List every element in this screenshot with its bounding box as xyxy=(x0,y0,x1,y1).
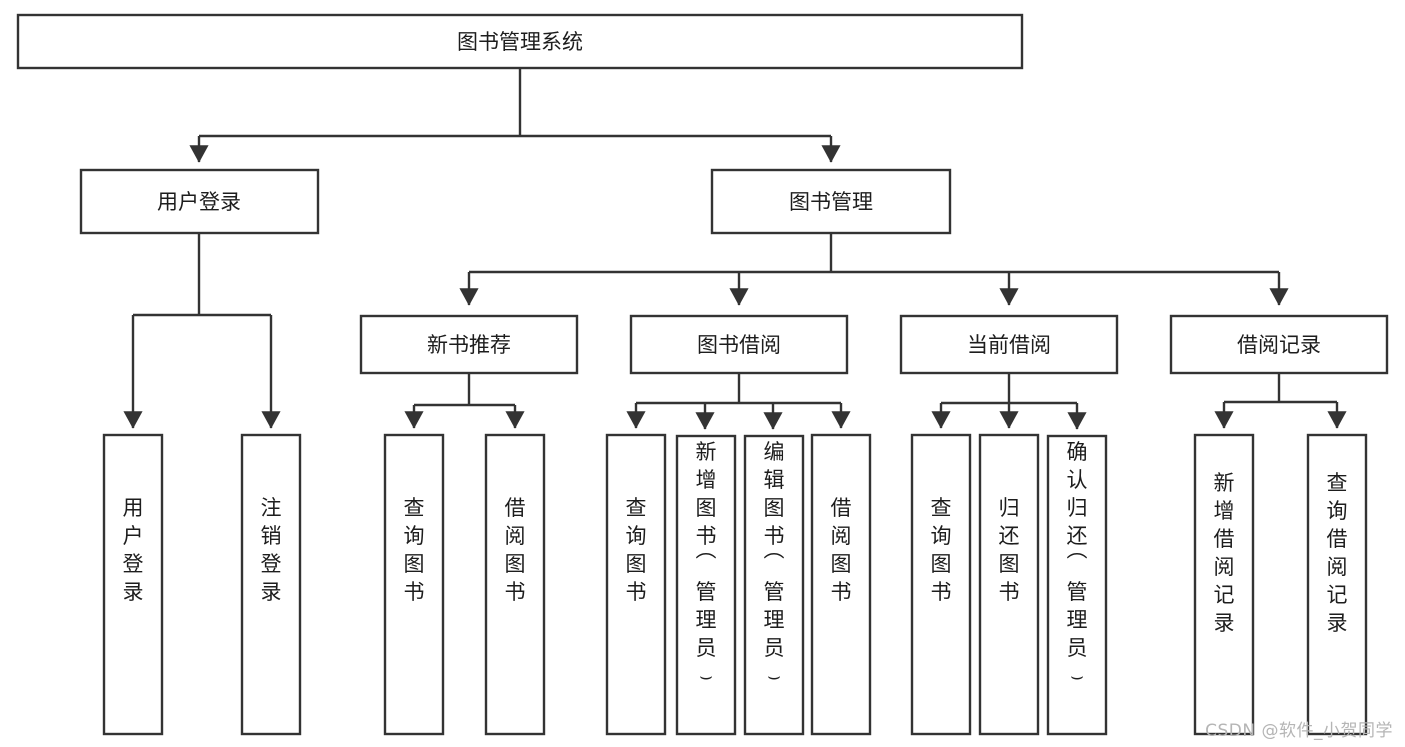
leaf-user-login-1-label: 用户登录 xyxy=(123,496,144,604)
leaf-records-1-box[interactable] xyxy=(1193,433,1255,736)
leaf-borrow-3-label: 编辑图书⌒管理员⌣ xyxy=(764,440,785,688)
leaf-new-book-2[interactable]: 借阅图书 xyxy=(484,433,546,736)
connector-group-new-book xyxy=(404,373,525,429)
leaf-current-3[interactable]: 确认归还⌒管理员⌣ xyxy=(1046,434,1108,736)
node-book-management-label: 图书管理 xyxy=(789,190,873,214)
leaf-new-book-2-label: 借阅图书 xyxy=(505,496,526,604)
leaf-new-book-1[interactable]: 查询图书 xyxy=(383,433,445,736)
leaf-borrow-4-box[interactable] xyxy=(810,433,872,736)
node-new-book-recommend[interactable]: 新书推荐 xyxy=(359,314,579,375)
node-book-borrow[interactable]: 图书借阅 xyxy=(629,314,849,375)
node-user-login-box[interactable] xyxy=(79,168,320,235)
leaf-records-1[interactable]: 新增借阅记录 xyxy=(1193,433,1255,736)
leaf-user-login-2[interactable]: 注销登录 xyxy=(240,433,302,736)
node-new-book-recommend-box[interactable] xyxy=(359,314,579,375)
node-new-book-recommend-label: 新书推荐 xyxy=(427,333,511,357)
node-borrow-records-label: 借阅记录 xyxy=(1237,333,1321,357)
connector-group-borrow xyxy=(626,373,851,430)
leaf-records-1-label: 新增借阅记录 xyxy=(1214,471,1235,635)
leaf-user-login-1-box[interactable] xyxy=(102,433,164,736)
leaf-borrow-2[interactable]: 新增图书⌒管理员⌣ xyxy=(675,434,737,736)
csdn-watermark: CSDN @软件_小贺同学 xyxy=(1205,721,1393,741)
leaf-new-book-1-box[interactable] xyxy=(383,433,445,736)
node-book-borrow-label: 图书借阅 xyxy=(697,333,781,357)
node-root-box[interactable] xyxy=(16,13,1024,70)
leaf-borrow-4[interactable]: 借阅图书 xyxy=(810,433,872,736)
leaf-user-login-2-box[interactable] xyxy=(240,433,302,736)
leaf-current-3-box[interactable] xyxy=(1046,434,1108,736)
leaf-borrow-3[interactable]: 编辑图书⌒管理员⌣ xyxy=(743,434,805,736)
node-current-borrow-label: 当前借阅 xyxy=(967,333,1051,357)
node-borrow-records[interactable]: 借阅记录 xyxy=(1169,314,1389,375)
leaf-current-2-box[interactable] xyxy=(978,433,1040,736)
leaf-borrow-3-box[interactable] xyxy=(743,434,805,736)
leaf-current-2[interactable]: 归还图书 xyxy=(978,433,1040,736)
leaf-borrow-2-label: 新增图书⌒管理员⌣ xyxy=(696,440,717,688)
node-user-login[interactable]: 用户登录 xyxy=(79,168,320,235)
leaf-borrow-1-label: 查询图书 xyxy=(626,496,647,604)
leaf-borrow-1[interactable]: 查询图书 xyxy=(605,433,667,736)
leaf-new-book-1-label: 查询图书 xyxy=(404,496,425,604)
leaf-records-2-box[interactable] xyxy=(1306,433,1368,736)
node-book-management-box[interactable] xyxy=(710,168,952,235)
node-borrow-records-box[interactable] xyxy=(1169,314,1389,375)
node-user-login-label: 用户登录 xyxy=(157,190,241,214)
connector-group-current xyxy=(931,373,1087,430)
leaf-records-2-label: 查询借阅记录 xyxy=(1327,471,1348,635)
connector-group-book-mgmt xyxy=(459,233,1289,306)
leaf-user-login-1[interactable]: 用户登录 xyxy=(102,433,164,736)
node-book-borrow-box[interactable] xyxy=(629,314,849,375)
node-book-management[interactable]: 图书管理 xyxy=(710,168,952,235)
leaf-current-1-label: 查询图书 xyxy=(931,496,952,604)
node-current-borrow[interactable]: 当前借阅 xyxy=(899,314,1119,375)
leaf-borrow-1-box[interactable] xyxy=(605,433,667,736)
node-current-borrow-box[interactable] xyxy=(899,314,1119,375)
leaf-current-1[interactable]: 查询图书 xyxy=(910,433,972,736)
node-root-label: 图书管理系统 xyxy=(457,30,583,54)
leaf-user-login-2-label: 注销登录 xyxy=(261,496,282,604)
leaf-current-3-label: 确认归还⌒管理员⌣ xyxy=(1067,440,1088,688)
leaf-current-2-label: 归还图书 xyxy=(999,496,1020,604)
leaf-current-1-box[interactable] xyxy=(910,433,972,736)
connector-group-root xyxy=(189,68,841,163)
connector-group-user-login xyxy=(123,233,281,429)
leaf-borrow-2-box[interactable] xyxy=(675,434,737,736)
leaf-new-book-2-box[interactable] xyxy=(484,433,546,736)
connector-group-records xyxy=(1214,373,1347,429)
node-root[interactable]: 图书管理系统 xyxy=(16,13,1024,70)
leaf-borrow-4-label: 借阅图书 xyxy=(831,496,852,604)
leaf-records-2[interactable]: 查询借阅记录 xyxy=(1306,433,1368,736)
